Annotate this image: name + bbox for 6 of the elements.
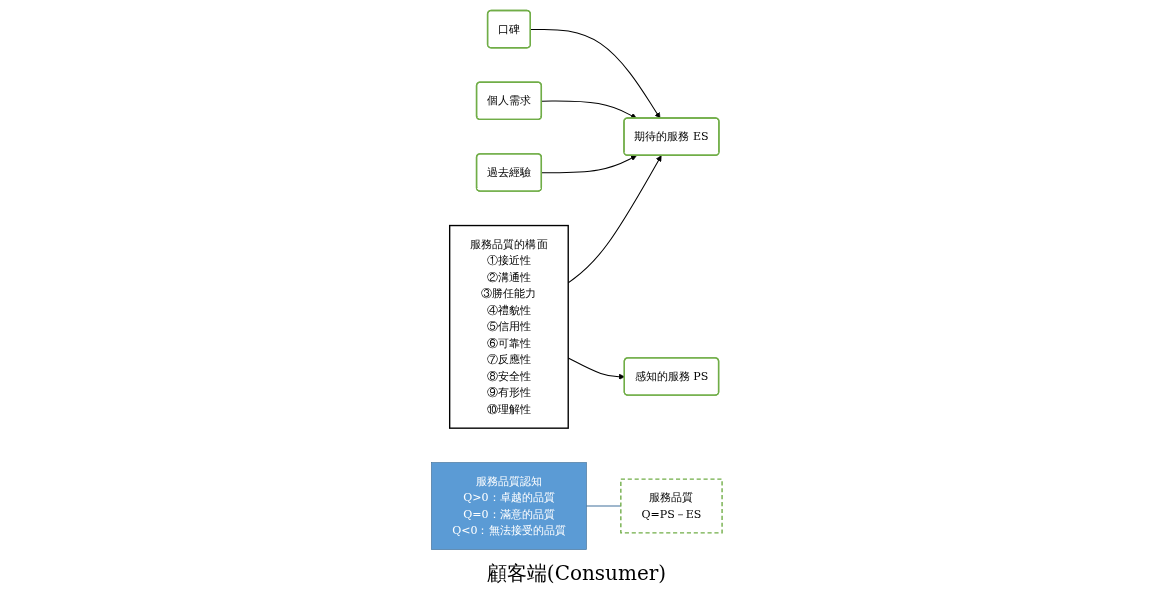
node-box: 服務品質 Q=PS－ES xyxy=(619,478,723,534)
arrow xyxy=(567,155,662,284)
node-box: 服務品質認知 Q>0：卓越的品質 Q=0：滿意的品質 Q<0：無法接受的品質 xyxy=(430,462,587,550)
footer-label: 顧客端(Consumer) xyxy=(485,560,668,587)
arrow xyxy=(567,357,625,380)
node-box: 服務品質的構面 ①接近性 ②溝通性 ③勝任能力 ④禮貌性 ⑤信用性 ⑥可靠性 ⑦反應性 ⑧安全性 ⑨有形性 ⑩理解性 xyxy=(448,224,569,429)
